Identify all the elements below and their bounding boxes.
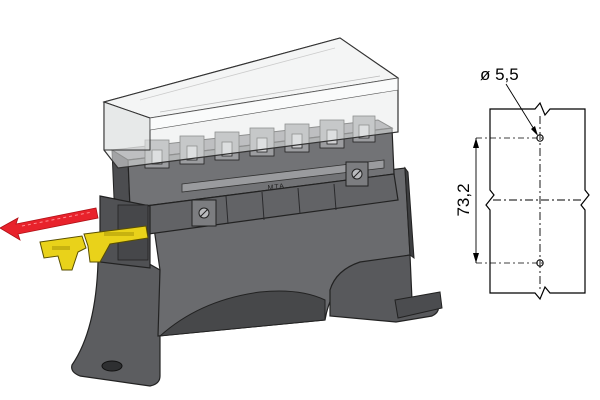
fuse-box-illustration: MTA	[0, 37, 443, 387]
hole-diameter-label: ø 5,5	[480, 65, 519, 84]
diameter-leader-line	[505, 83, 538, 135]
mounting-hole-top	[536, 134, 544, 142]
panel-outline	[485, 101, 590, 301]
transparent-cover	[102, 37, 400, 169]
hole-spacing-label: 73,2	[454, 183, 473, 216]
fuse-box-base	[71, 166, 443, 387]
mounting-hole-bottom	[536, 259, 544, 267]
terminal-left	[39, 235, 87, 271]
mounting-hole-left	[101, 360, 123, 372]
screw-right	[345, 161, 369, 187]
removal-arrow	[0, 207, 99, 241]
screw-left	[191, 199, 217, 227]
yellow-terminals	[39, 225, 149, 271]
brand-mark: MTA	[267, 183, 285, 192]
mounting-dimension-drawing: ø 5,5 73,2	[454, 65, 590, 301]
